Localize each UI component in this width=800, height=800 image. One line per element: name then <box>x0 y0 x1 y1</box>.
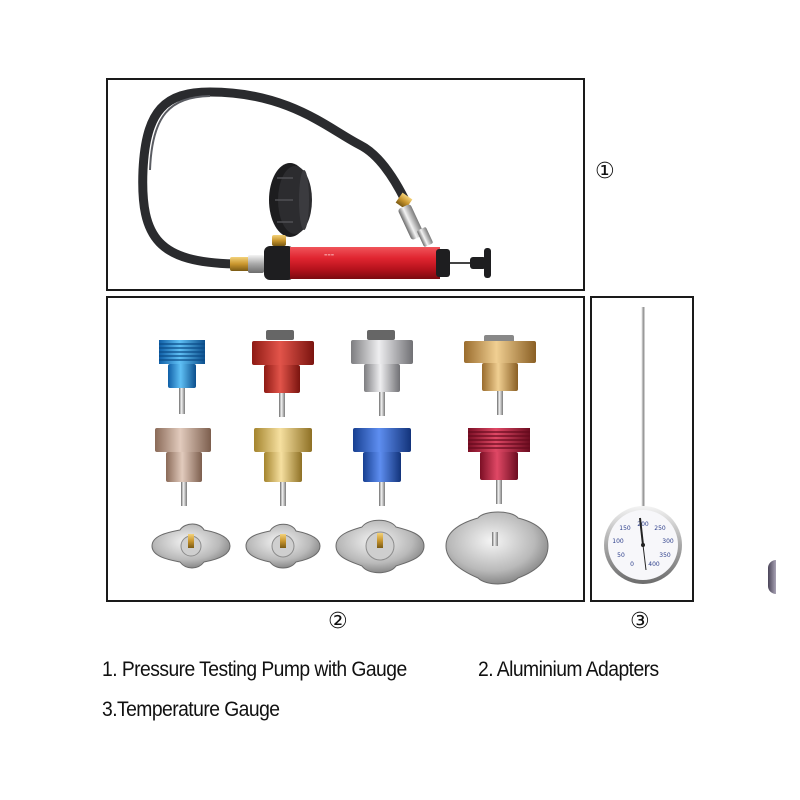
svg-text:≡≡≡: ≡≡≡ <box>324 252 334 257</box>
adapter-gold <box>464 335 536 415</box>
svg-text:300: 300 <box>662 538 674 545</box>
marker-2: ② <box>328 609 348 634</box>
cap-small-2 <box>245 523 321 569</box>
marker-1: ① <box>595 159 615 184</box>
svg-text:150: 150 <box>619 525 631 532</box>
adapter-rose <box>155 428 211 506</box>
adapter-red <box>252 330 314 417</box>
adapter-silver <box>351 330 413 416</box>
cap-large <box>445 511 549 585</box>
svg-text:400: 400 <box>648 561 660 568</box>
hose <box>138 87 410 269</box>
svg-text:250: 250 <box>654 525 666 532</box>
svg-text:0: 0 <box>630 561 634 568</box>
adapter-yellow <box>254 428 312 506</box>
svg-text:50: 50 <box>617 552 625 559</box>
svg-text:200: 200 <box>637 521 649 528</box>
marker-3: ③ <box>630 609 650 634</box>
adapter-crimson-threaded <box>468 428 530 504</box>
svg-text:350: 350 <box>659 552 671 559</box>
caption-aluminium-adapters: 2. Aluminium Adapters <box>478 658 659 681</box>
caption-temperature-gauge: 3.Temperature Gauge <box>102 698 280 721</box>
svg-text:100: 100 <box>612 538 624 545</box>
edge-artifact <box>768 560 776 594</box>
cap-medium <box>335 519 425 574</box>
adapter-blue-threaded <box>159 340 205 414</box>
adapter-royal-blue <box>353 428 411 506</box>
cap-small-1 <box>151 523 231 569</box>
caption-pressure-pump: 1. Pressure Testing Pump with Gauge <box>102 658 407 681</box>
